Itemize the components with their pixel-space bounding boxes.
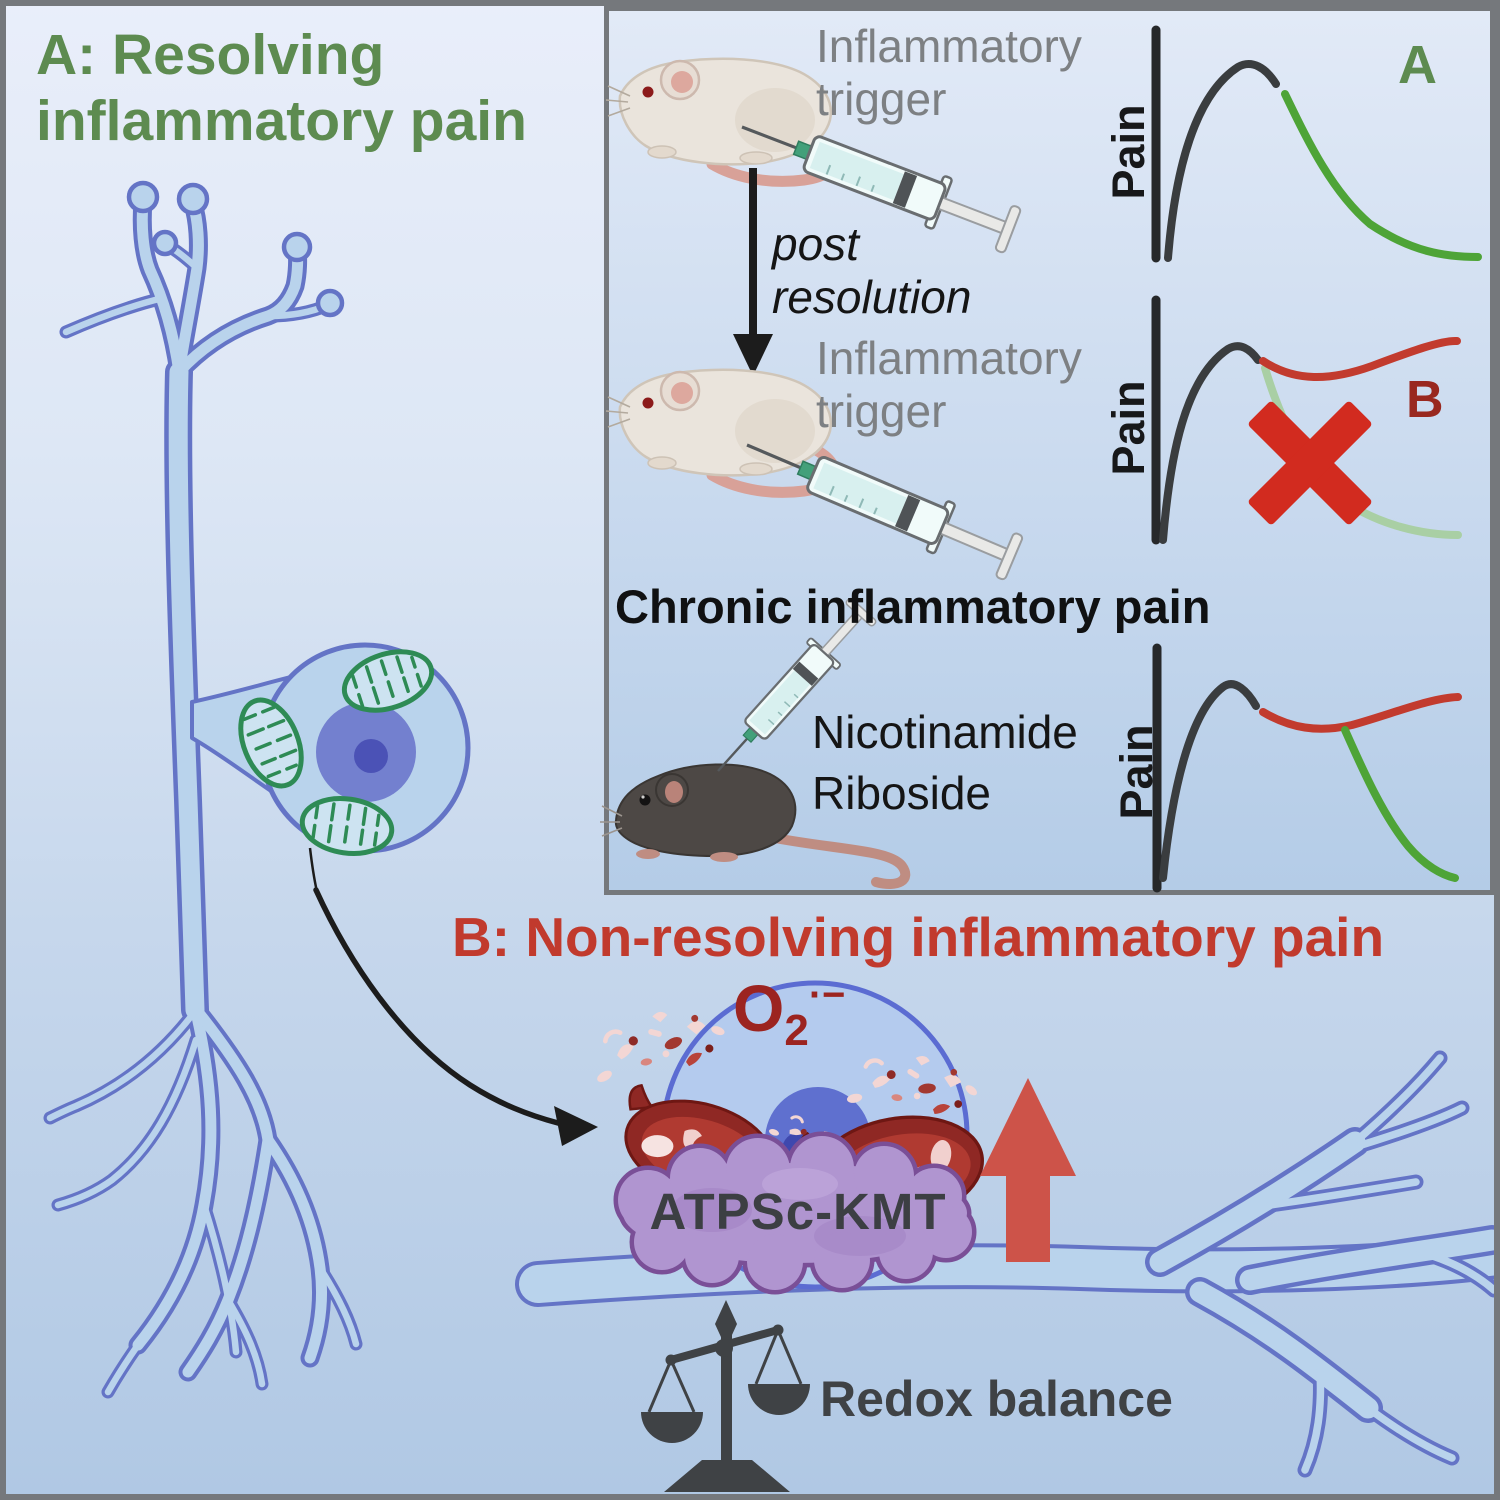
pain-axis-label-a: Pain <box>1103 104 1154 200</box>
post-resolution-arrow <box>733 168 773 376</box>
pain-graph-c <box>1152 643 1462 893</box>
experiment-panel <box>600 6 1495 895</box>
nucleolus <box>354 739 388 773</box>
blocked-cross-icon <box>1248 401 1372 525</box>
atpsc-kmt-enzyme <box>618 1136 972 1290</box>
inflammatory-trigger-label-2: Inflammatory trigger <box>816 332 1082 438</box>
chronic-pain-title: Chronic inflammatory pain <box>615 580 1211 633</box>
redox-balance-label: Redox balance <box>820 1371 1173 1427</box>
graph-letter-a: A <box>1398 35 1437 95</box>
pain-axis-label-c: Pain <box>1111 724 1162 820</box>
healthy-neuron <box>50 180 471 1392</box>
inflammatory-trigger-label-1: Inflammatory trigger <box>816 20 1082 126</box>
black-mouse <box>600 594 911 889</box>
panel-b-title: B: Non-resolving inflammatory pain <box>452 906 1385 968</box>
pain-axis-label-b: Pain <box>1103 380 1154 476</box>
enzyme-label: ATPSc-KMT <box>649 1183 947 1240</box>
increase-arrow-icon <box>980 1078 1076 1262</box>
dendrite-bulbs <box>126 180 345 318</box>
redox-balance-scale-icon <box>641 1300 810 1492</box>
superoxide-label: O2·− <box>733 971 846 1056</box>
soma-to-stressed-cell-arrow <box>308 847 598 1146</box>
nicotinamide-riboside-label: Nicotinamide Riboside <box>812 706 1078 819</box>
post-resolution-label: post resolution <box>772 218 972 324</box>
panel-a-title: A: Resolving inflammatory pain <box>36 23 527 154</box>
pain-graph-a <box>1151 25 1482 263</box>
pain-graph-b <box>1151 295 1462 545</box>
graph-letter-b: B <box>1406 371 1444 429</box>
